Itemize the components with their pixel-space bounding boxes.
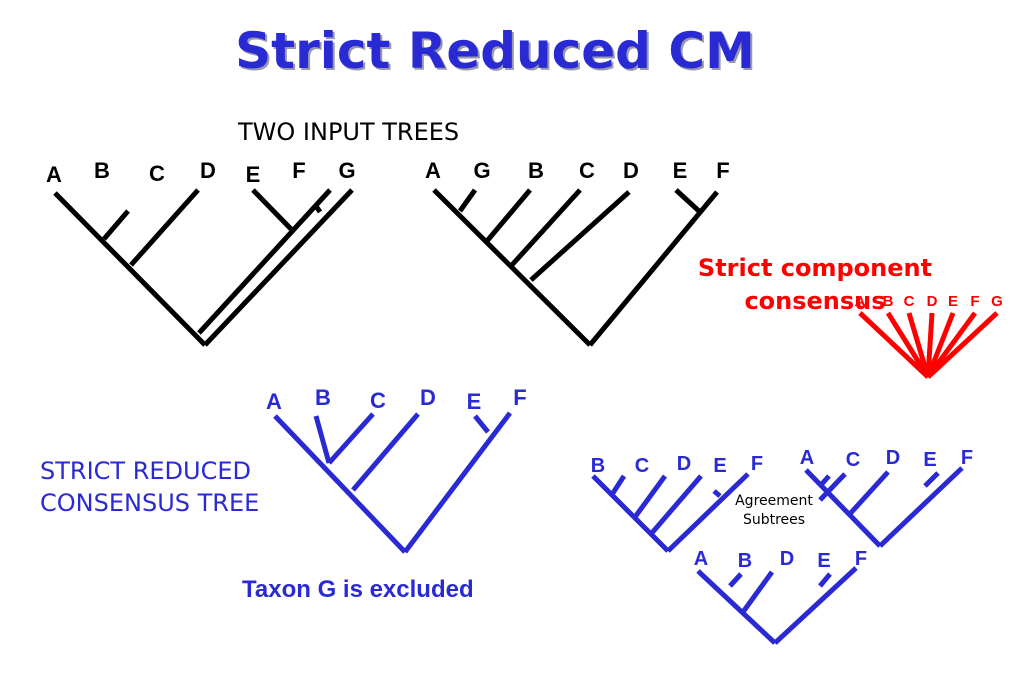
agree3-branch-3 <box>728 572 743 588</box>
agree3-taxon-a: A <box>694 548 708 570</box>
reduced-tree-label-line2: CONSENSUS TREE <box>40 489 260 517</box>
consensus-taxon-c: C <box>904 293 915 310</box>
reduced-taxon-c: C <box>370 388 386 413</box>
reduced-branch-3 <box>313 415 332 464</box>
input-trees-label: TWO INPUT TREES <box>238 118 460 146</box>
tree1-taxon-g: G <box>338 158 355 183</box>
reduced-branch-1 <box>273 414 407 554</box>
reduced-taxon-f: F <box>513 385 526 410</box>
tree1-taxon-d: D <box>200 158 216 183</box>
consensus-taxon-e: E <box>948 293 958 310</box>
agree1-branch-4 <box>632 474 668 519</box>
tree1-taxon-c: C <box>149 161 165 186</box>
tree2-taxon-g: G <box>473 158 490 183</box>
agree1-branch-3 <box>608 474 627 498</box>
consensus-taxon-a: A <box>855 293 866 310</box>
agree3-branch-1 <box>696 569 777 645</box>
agreement-label: Agreement Subtrees <box>724 492 824 530</box>
consensus-branch-c <box>906 312 931 378</box>
reduced-taxon-e: E <box>467 389 482 414</box>
tree2-taxon-f: F <box>716 158 729 183</box>
tree1-taxon-a: A <box>46 162 62 187</box>
reduced-branch-5 <box>351 412 420 492</box>
consensus-taxon-d: D <box>927 293 938 310</box>
tree2-taxon-c: C <box>579 158 595 183</box>
agree1-branch-5 <box>649 474 703 536</box>
slide-title: Strict Reduced CM <box>235 22 755 80</box>
agree2-branch-4 <box>818 472 847 502</box>
agree2-branch-3 <box>818 474 831 488</box>
tree2-taxon-d: D <box>623 158 639 183</box>
agree3-taxon-f: F <box>855 548 867 570</box>
reduced-tree-label: STRICT REDUCED CONSENSUS TREE <box>40 455 259 519</box>
reduced-taxon-b: B <box>315 385 331 410</box>
tree2-taxon-a: A <box>425 158 441 183</box>
agree3-taxon-b: B <box>738 550 752 572</box>
tree2-branch-4 <box>485 188 532 243</box>
agree1-taxon-b: B <box>591 455 605 477</box>
tree1-taxon-e: E <box>246 162 261 187</box>
strict-consensus-label: Strict component consensus <box>686 252 944 318</box>
tree2-branch-6 <box>529 190 631 282</box>
consensus-branch-b <box>885 311 931 379</box>
tree1-branch-4 <box>129 188 200 267</box>
agree2-branch-1 <box>804 468 882 548</box>
tree1-taxon-f: F <box>292 158 305 183</box>
consensus-taxon-b: B <box>883 293 894 310</box>
tree2-branch-1 <box>432 188 592 347</box>
agree3-taxon-e: E <box>817 550 830 572</box>
tree2-branch-7 <box>674 188 702 214</box>
tree2-taxon-e: E <box>673 158 688 183</box>
reduced-tree-label-line1: STRICT REDUCED <box>40 457 251 485</box>
agree1-taxon-c: C <box>635 455 649 477</box>
excluded-note: Taxon G is excluded <box>242 576 474 603</box>
agree1-taxon-e: E <box>713 455 726 477</box>
agree2-taxon-c: C <box>846 449 860 471</box>
consensus-taxon-g: G <box>991 293 1003 310</box>
agree3-taxon-d: D <box>780 548 794 570</box>
agree1-branch-2 <box>666 472 750 553</box>
agree1-taxon-d: D <box>677 453 691 475</box>
agree2-taxon-f: F <box>961 447 973 469</box>
agree2-branch-6 <box>923 471 940 488</box>
reduced-branch-6 <box>473 414 490 434</box>
tree2-branch-5 <box>509 188 582 268</box>
reduced-branch-2 <box>403 411 512 554</box>
agree2-taxon-d: D <box>886 447 900 469</box>
agreement-label-line2: Subtrees <box>742 512 806 528</box>
consensus-branch-a <box>858 311 930 379</box>
agree2-branch-2 <box>878 466 964 548</box>
strict-consensus-label-line1: Strict component <box>697 254 933 282</box>
consensus-branch-e <box>925 312 956 378</box>
tree1-branch-3 <box>102 209 130 241</box>
agree2-taxon-a: A <box>800 447 814 469</box>
consensus-branch-d <box>925 312 935 378</box>
agree2-taxon-e: E <box>923 449 936 471</box>
reduced-taxon-a: A <box>266 389 282 414</box>
agree1-branch-6 <box>712 489 722 498</box>
consensus-taxon-f: F <box>970 293 979 310</box>
agreement-label-line1: Agreement <box>735 493 813 509</box>
agree1-taxon-f: F <box>751 453 763 475</box>
agree3-branch-5 <box>818 572 832 588</box>
reduced-branch-4 <box>327 412 375 465</box>
agree3-branch-2 <box>773 566 858 645</box>
tree1-branch-7 <box>197 188 332 335</box>
agree2-branch-5 <box>846 470 890 518</box>
strict-consensus-label-line2: consensus <box>744 287 886 315</box>
tree1-branch-2 <box>203 188 354 347</box>
tree1-taxon-b: B <box>94 158 110 183</box>
tree2-taxon-b: B <box>528 158 544 183</box>
tree2-branch-3 <box>457 188 478 213</box>
consensus-branch-g <box>926 311 999 379</box>
reduced-taxon-d: D <box>420 385 436 410</box>
tree1-branch-5 <box>251 188 293 231</box>
agree3-branch-4 <box>740 570 775 614</box>
tree2-branch-2 <box>588 190 719 347</box>
agree1-branch-1 <box>591 474 670 553</box>
tree1-branch-1 <box>53 191 207 347</box>
